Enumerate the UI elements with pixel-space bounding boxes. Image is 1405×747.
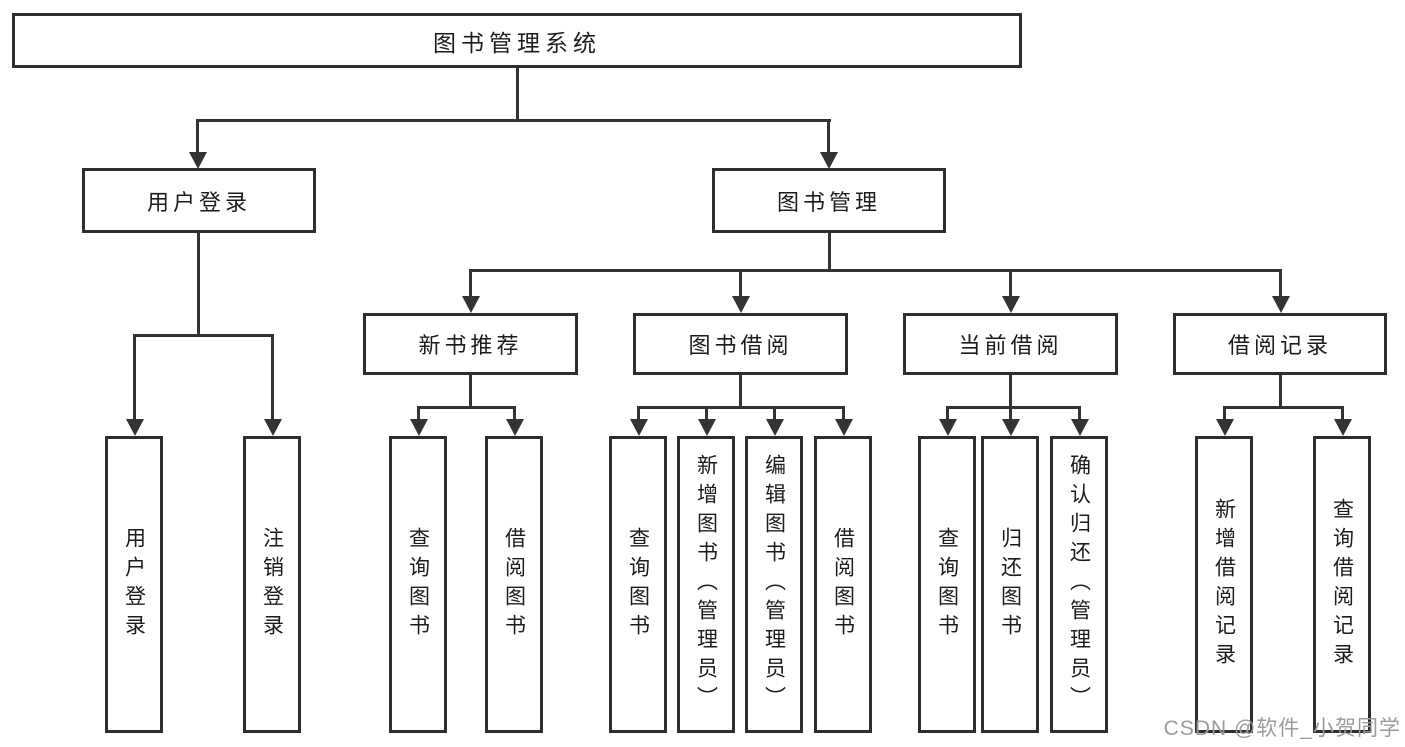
node-edit-books-admin: 编辑图书（管理员） [745, 436, 803, 733]
arrow-to-user-login-leaf [133, 334, 136, 419]
arrow-to-query-books-current [946, 406, 949, 419]
arrow-to-logout [271, 334, 274, 419]
connector-recommendation-branch [417, 406, 516, 409]
arrow-to-edit-books-admin [773, 406, 776, 419]
connector-root-stem [516, 68, 519, 122]
arrow-to-query-borrowing-record [1341, 406, 1344, 419]
arrow-to-borrow-books-recommend [513, 406, 516, 419]
connector-current-branch [946, 406, 1081, 409]
arrow-to-borrow-books-borrowing [842, 406, 845, 419]
arrow-to-add-books-admin [705, 406, 708, 419]
arrow-to-book-management [827, 119, 830, 152]
csdn-watermark: CSDN @软件_小贺同学 [1163, 717, 1401, 740]
connector-root-branch [196, 119, 831, 122]
arrow-to-confirm-return-admin [1078, 406, 1081, 419]
node-logout: 注销登录 [243, 436, 301, 733]
node-borrow-books-recommend: 借阅图书 [485, 436, 543, 733]
node-add-books-admin: 新增图书（管理员） [677, 436, 735, 733]
arrow-to-book-borrowing [739, 269, 742, 296]
node-book-borrowing: 图书借阅 [633, 313, 848, 375]
arrow-to-query-books-borrowing [637, 406, 640, 419]
arrow-to-user-login [196, 119, 199, 152]
connector-records-stem [1279, 375, 1282, 409]
node-add-borrowing-record: 新增借阅记录 [1195, 436, 1253, 733]
node-user-login: 用户登录 [82, 168, 316, 233]
connector-user-login-branch [133, 334, 274, 337]
connector-borrowing-branch [637, 406, 845, 409]
arrow-to-return-books [1009, 406, 1012, 419]
node-book-management-system: 图书管理系统 [12, 13, 1022, 68]
node-current-borrowing: 当前借阅 [903, 313, 1118, 375]
arrow-to-add-borrowing-record [1223, 406, 1226, 419]
node-new-book-recommendation: 新书推荐 [363, 313, 578, 375]
connector-book-management-branch [469, 269, 1282, 272]
arrow-to-query-books-recommend [417, 406, 420, 419]
node-book-management: 图书管理 [712, 168, 946, 233]
node-confirm-return-admin: 确认归还（管理员） [1050, 436, 1108, 733]
connector-records-branch [1223, 406, 1344, 409]
node-query-borrowing-record: 查询借阅记录 [1313, 436, 1371, 733]
node-query-books-recommend: 查询图书 [389, 436, 447, 733]
arrow-to-borrowing-records [1279, 269, 1282, 296]
connector-book-management-stem [828, 233, 831, 272]
arrow-to-new-book-recommendation [469, 269, 472, 296]
node-query-books-borrowing: 查询图书 [609, 436, 667, 733]
connector-user-login-stem [197, 233, 200, 337]
node-query-books-current: 查询图书 [918, 436, 976, 733]
node-borrowing-records: 借阅记录 [1173, 313, 1387, 375]
node-return-books: 归还图书 [981, 436, 1039, 733]
node-borrow-books-borrowing: 借阅图书 [814, 436, 872, 733]
connector-borrowing-stem [739, 375, 742, 409]
node-user-login-leaf: 用户登录 [105, 436, 163, 733]
connector-recommendation-stem [469, 375, 472, 409]
arrow-to-current-borrowing [1009, 269, 1012, 296]
connector-current-stem [1009, 375, 1012, 409]
